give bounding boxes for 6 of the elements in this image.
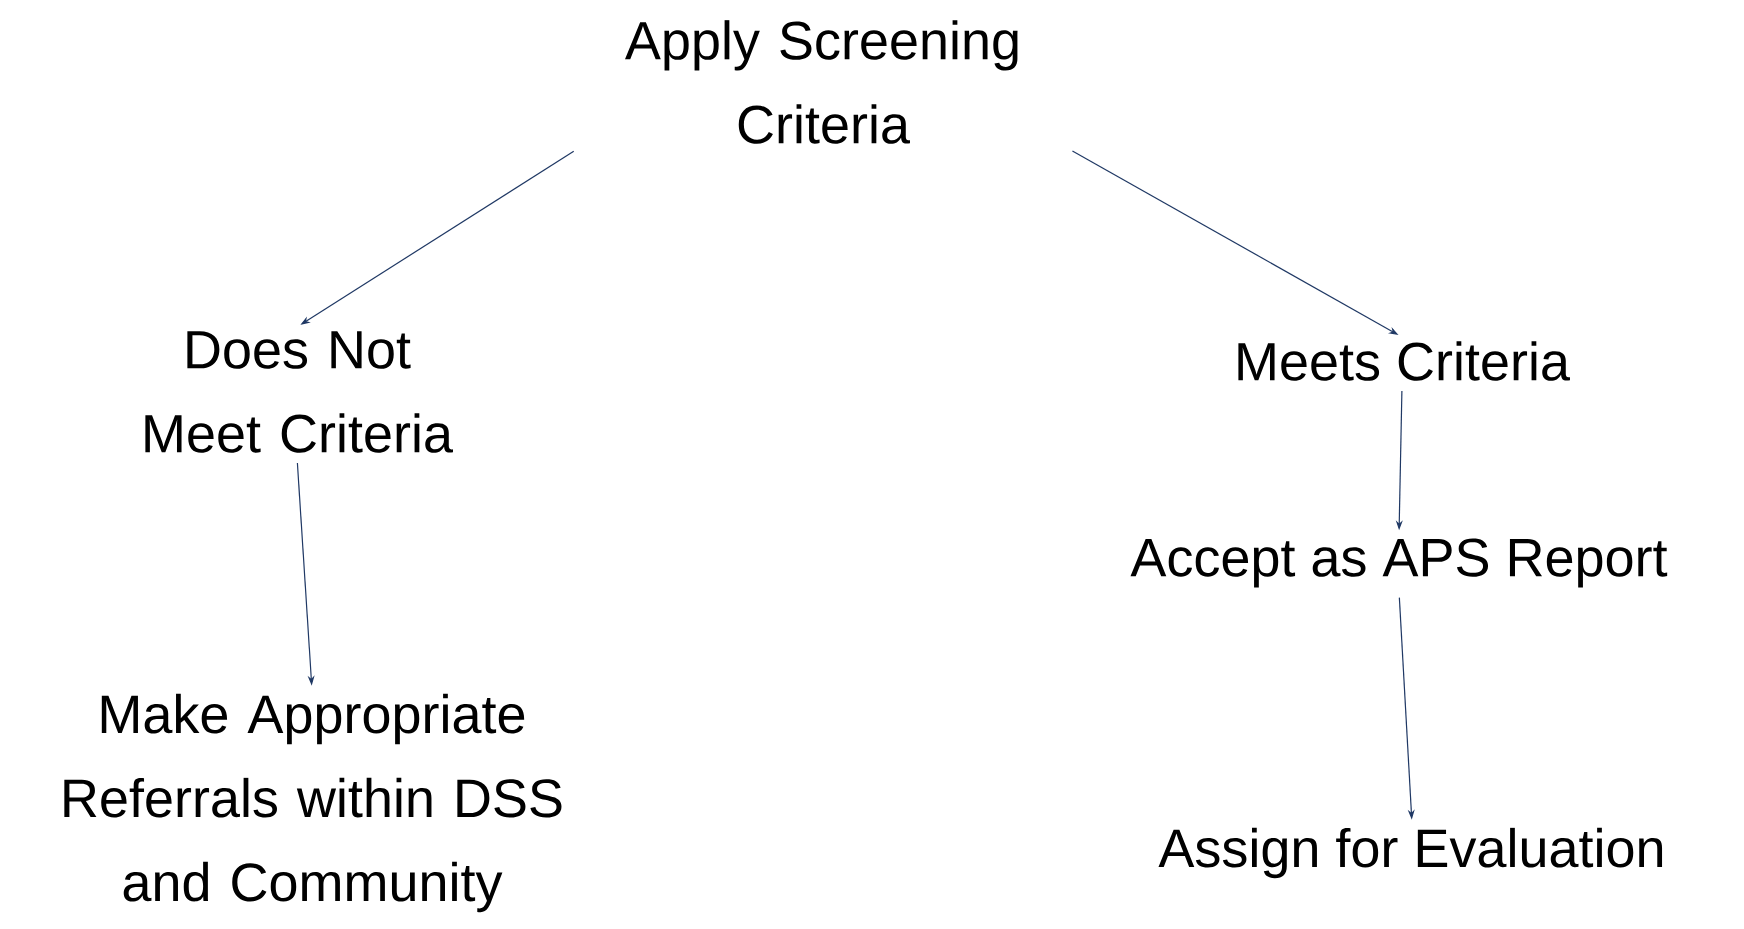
step-text: Accept as APS Report — [1130, 538, 1668, 588]
step-text: Make Appropriate Referrals within DSS and Community — [64, 693, 562, 913]
step-text: Apply Screening Criteria — [625, 20, 1018, 144]
step-text: Meets Criteria — [1238, 341, 1570, 381]
step-text: Assign for Evaluation — [1158, 827, 1663, 879]
step-text: Does Not Meet Criteria — [145, 331, 453, 453]
